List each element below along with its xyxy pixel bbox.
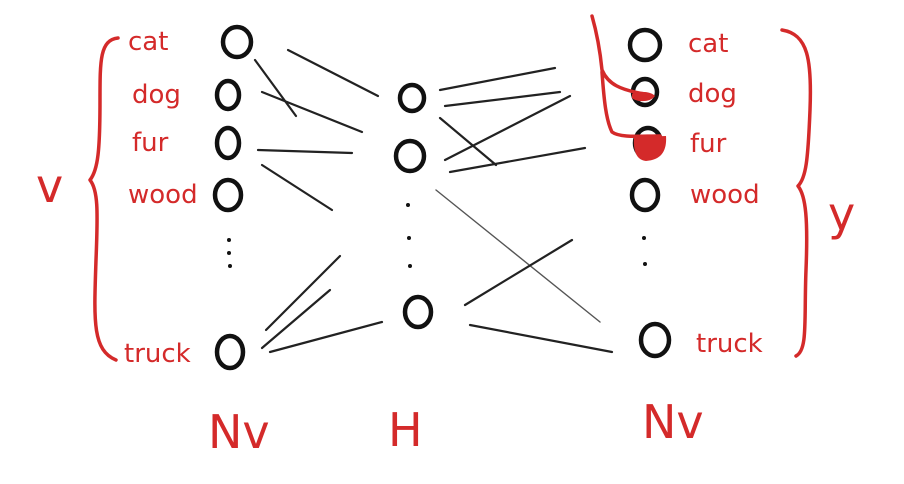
output-label-fur: fur: [690, 129, 727, 159]
ellipsis-dot: [227, 238, 231, 242]
ellipsis-dot: [228, 264, 232, 268]
ellipsis-dot: [643, 262, 647, 266]
input-brace: [88, 36, 120, 362]
output-brace: [780, 28, 813, 358]
input-label-wood: wood: [128, 180, 198, 210]
edge: [438, 116, 498, 167]
input-node-wood: [212, 177, 244, 213]
edge: [468, 323, 614, 354]
hidden-size-label: H: [388, 403, 423, 457]
output-brace-label: y: [828, 187, 855, 241]
output-label-truck: truck: [696, 329, 763, 359]
edges: [253, 48, 614, 354]
edge: [286, 48, 380, 98]
output-label-wood: wood: [690, 180, 760, 210]
output-size-label: Nv: [642, 395, 704, 449]
edge: [438, 66, 557, 92]
input-brace-label: v: [36, 159, 63, 213]
ellipsis-dot: [406, 203, 410, 207]
ellipsis-dot: [407, 236, 411, 240]
output-node-wood: [629, 177, 661, 213]
hidden-layer: H: [388, 82, 434, 457]
ellipsis-dot: [642, 236, 646, 240]
edge: [435, 189, 601, 323]
ellipsis-dot: [408, 264, 412, 268]
hidden-node: [402, 294, 434, 330]
edge: [448, 146, 587, 174]
ellipsis-dot: [227, 251, 231, 255]
edge: [268, 320, 384, 354]
output-label-dog: dog: [688, 79, 737, 109]
input-node-fur: [214, 125, 242, 161]
input-layer: cat dog fur wood truck v Nv: [36, 24, 270, 459]
edge: [256, 148, 354, 155]
edge: [443, 90, 562, 108]
edge: [260, 163, 334, 212]
edge: [443, 94, 572, 162]
hidden-node: [397, 82, 427, 114]
fur-fill-mark: [633, 136, 667, 161]
hidden-node: [393, 138, 427, 174]
edge: [463, 238, 574, 307]
input-node-truck: [214, 333, 246, 371]
output-layer: cat dog fur wood truck y Nv: [590, 14, 855, 449]
edge: [253, 58, 298, 118]
input-label-dog: dog: [132, 80, 181, 110]
input-node-cat: [220, 24, 254, 60]
annotation-link: [590, 14, 662, 139]
input-label-truck: truck: [124, 339, 191, 369]
input-node-dog: [214, 78, 242, 112]
output-node-truck: [638, 321, 672, 359]
edge: [264, 254, 342, 332]
output-node-cat: [627, 27, 663, 63]
input-size-label: Nv: [208, 405, 270, 459]
input-label-fur: fur: [132, 128, 169, 158]
edge: [260, 288, 332, 350]
output-label-cat: cat: [688, 29, 728, 59]
edge: [260, 90, 364, 134]
input-label-cat: cat: [128, 27, 168, 57]
